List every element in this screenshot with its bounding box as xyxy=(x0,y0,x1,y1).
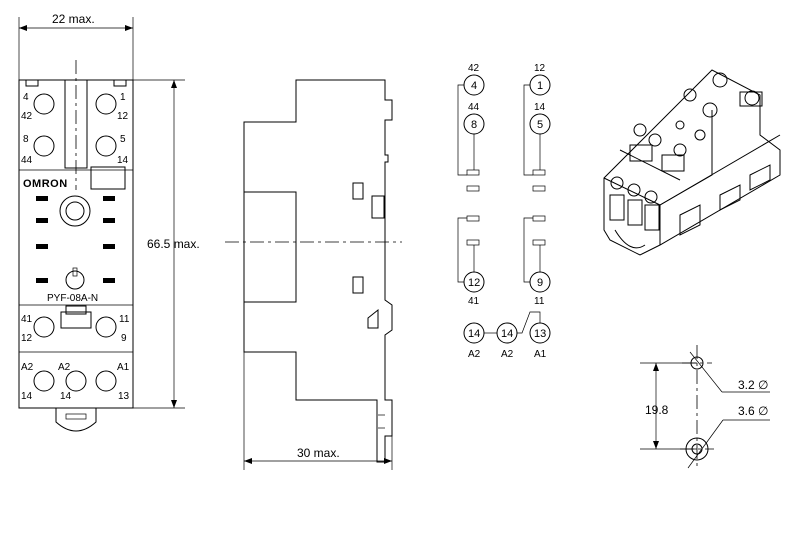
circuit-pin-5: 5 xyxy=(537,119,543,131)
terminal-label-12b: 12 xyxy=(21,333,33,344)
width-dimension: 22 max. xyxy=(52,12,95,26)
height-dimension: 66.5 max. xyxy=(147,237,200,251)
internal-connection-diagram: 42 4 44 8 12 1 14 5 12 41 9 xyxy=(457,63,551,360)
terminal-label-14-mid: 14 xyxy=(60,391,72,402)
coil-pin-14-mid: 14 xyxy=(501,328,513,340)
terminal-label-a1: A1 xyxy=(117,362,130,373)
terminal-label-12: 12 xyxy=(117,111,129,122)
circuit-label-44: 44 xyxy=(468,102,480,113)
terminal-label-11: 11 xyxy=(119,314,130,325)
terminal-label-42: 42 xyxy=(21,111,33,122)
coil-pin-13: 13 xyxy=(534,328,546,340)
terminal-label-14-left: 14 xyxy=(21,391,33,402)
circuit-label-11: 11 xyxy=(534,296,545,307)
isometric-view xyxy=(603,69,781,256)
terminal-label-44: 44 xyxy=(21,155,33,166)
terminal-label-1: 1 xyxy=(120,92,126,103)
circuit-pin-4: 4 xyxy=(471,80,477,92)
brand-logo-text: OMRON xyxy=(23,178,68,190)
circuit-pin-8: 8 xyxy=(471,119,477,131)
coil-pin-14-left: 14 xyxy=(468,328,480,340)
circuit-pin-1: 1 xyxy=(537,80,543,92)
circuit-pin-9: 9 xyxy=(537,277,543,289)
coil-label-a2-left: A2 xyxy=(468,349,481,360)
terminal-label-a2-mid: A2 xyxy=(58,362,71,373)
terminal-label-14: 14 xyxy=(117,155,129,166)
coil-label-a1: A1 xyxy=(534,349,547,360)
model-number: PYF-08A-N xyxy=(47,293,98,304)
side-view: 30 max. xyxy=(225,79,402,470)
circuit-label-41: 41 xyxy=(468,296,480,307)
hole-diameter-large: 3.6 ∅ xyxy=(738,404,768,418)
front-view: 22 max. 4 1 42 12 8 5 44 14 OMRON xyxy=(18,12,200,432)
terminal-label-a2-left: A2 xyxy=(21,362,34,373)
circuit-label-14: 14 xyxy=(534,102,546,113)
coil-label-a2-mid: A2 xyxy=(501,349,514,360)
depth-dimension: 30 max. xyxy=(297,446,340,460)
terminal-label-4: 4 xyxy=(23,92,29,103)
circuit-label-42: 42 xyxy=(468,63,480,74)
mounting-hole-detail: 19.8 3.2 ∅ 3.6 ∅ xyxy=(640,345,770,470)
terminal-label-13: 13 xyxy=(118,391,130,402)
terminal-label-9: 9 xyxy=(121,333,127,344)
circuit-label-12: 12 xyxy=(534,63,546,74)
terminal-label-8: 8 xyxy=(23,134,29,145)
terminal-label-41: 41 xyxy=(21,314,33,325)
hole-diameter-small: 3.2 ∅ xyxy=(738,378,768,392)
terminal-label-5: 5 xyxy=(120,134,126,145)
circuit-pin-12: 12 xyxy=(468,277,480,289)
pitch-dimension: 19.8 xyxy=(645,403,669,417)
